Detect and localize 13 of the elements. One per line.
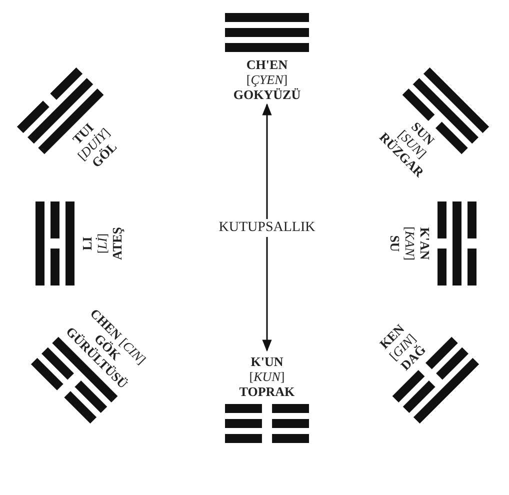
pronunciation: [ÇYEN]	[246, 72, 288, 86]
meaning: ATEŞ	[110, 226, 124, 260]
meaning: GOKYÜZÜ	[233, 86, 301, 102]
double-arrow	[262, 103, 272, 352]
pronunciation: [KAN]	[402, 226, 418, 260]
pronunciation: [Lİ]	[94, 232, 110, 254]
trigram-name: K'AN	[418, 226, 432, 260]
trigram-name: K'UN	[250, 354, 284, 368]
meaning: TOPRAK	[239, 384, 295, 398]
meaning: SU	[388, 234, 402, 252]
pronunciation: [KUN]	[249, 368, 285, 384]
trigram-name: LI	[80, 236, 94, 250]
trigram-name: CH'EN	[246, 56, 288, 72]
